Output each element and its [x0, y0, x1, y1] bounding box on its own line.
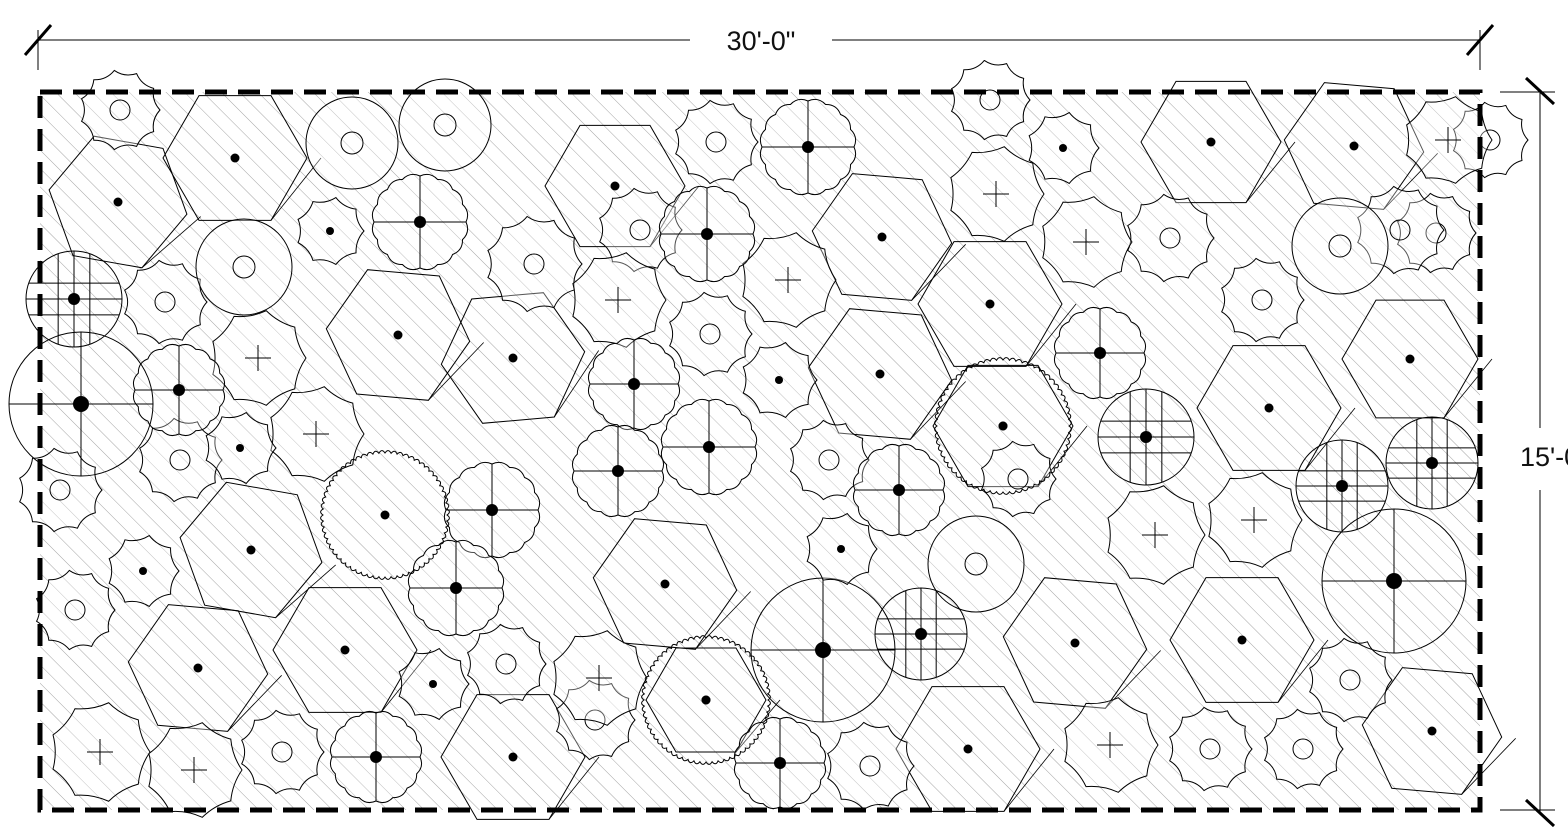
fringed-plant-symbol	[320, 450, 450, 580]
small-dot-plant-symbol	[108, 534, 180, 608]
circle-ring-plant-symbol	[927, 515, 1025, 613]
cross-plant-symbol	[1042, 196, 1133, 288]
scalloped-plant-symbol	[124, 259, 208, 345]
quartered-plant-symbol	[371, 173, 469, 271]
plant-symbols	[8, 60, 1529, 820]
scalloped-plant-symbol	[1127, 193, 1215, 283]
hexagon-plant-symbol	[895, 686, 1055, 812]
hexagon-plant-symbol	[811, 173, 966, 301]
cross-plant-symbol	[1064, 697, 1159, 793]
hexagon-plant-symbol	[179, 481, 336, 619]
hexagon-plant-symbol	[1169, 577, 1329, 703]
grid-plant-symbol	[1097, 388, 1195, 486]
circle-ring-plant-symbol	[398, 78, 492, 172]
scalloped-plant-symbol	[1396, 192, 1477, 274]
scalloped-plant-symbol	[139, 417, 223, 503]
hexagon-plant-symbol	[440, 292, 600, 424]
hexagon-plant-symbol	[325, 269, 484, 401]
grid-plant-symbol	[874, 587, 968, 681]
quartered-plant-symbol	[8, 331, 154, 477]
scalloped-plant-symbol	[466, 623, 547, 705]
small-dot-plant-symbol	[1028, 111, 1100, 185]
hexagon-plant-symbol	[1140, 80, 1296, 204]
cross-plant-symbol	[1208, 472, 1303, 568]
scalloped-plant-symbol	[827, 721, 915, 811]
scalloped-plant-symbol	[1169, 706, 1253, 792]
quartered-plant-symbol	[587, 337, 681, 431]
fringed-plant-symbol	[641, 635, 771, 765]
quartered-plant-symbol	[1321, 508, 1467, 654]
cross-plant-symbol	[950, 146, 1045, 242]
scalloped-plant-symbol	[555, 679, 636, 761]
quartered-plant-symbol	[443, 461, 541, 559]
scalloped-plant-symbol	[599, 187, 683, 273]
width-dimension-label: 30'-0"	[727, 26, 796, 56]
hexagon-plant-symbol	[272, 587, 432, 713]
small-dot-plant-symbol	[742, 341, 818, 419]
quartered-plant-symbol	[759, 98, 857, 196]
bed-boundary	[37, 89, 1483, 813]
hexagon-plant-symbol	[807, 308, 966, 440]
hexagon-plant-symbol	[1341, 299, 1493, 419]
quartered-plant-symbol	[132, 343, 226, 437]
scalloped-plant-symbol	[1221, 257, 1305, 343]
cross-plant-symbol	[742, 232, 837, 328]
hexagon-plant-symbol	[592, 518, 751, 650]
cross-plant-symbol	[1107, 485, 1206, 585]
scalloped-plant-symbol	[669, 291, 753, 377]
width-dimension: 30'-0"	[23, 24, 1495, 70]
quartered-plant-symbol	[329, 710, 423, 804]
height-dimension-label: 15'-0	[1520, 442, 1568, 472]
scalloped-plant-symbol	[980, 440, 1057, 518]
small-dot-plant-symbol	[806, 512, 878, 586]
small-dot-plant-symbol	[205, 411, 277, 485]
hexagon-plant-symbol	[1361, 667, 1516, 795]
scalloped-plant-symbol	[1263, 708, 1344, 790]
small-dot-plant-symbol	[398, 647, 470, 721]
quartered-plant-symbol	[733, 716, 827, 810]
hexagon-plant-symbol	[127, 604, 282, 732]
quartered-plant-symbol	[658, 185, 756, 283]
cross-plant-symbol	[553, 630, 648, 726]
quartered-plant-symbol	[750, 577, 896, 723]
circle-ring-plant-symbol	[195, 218, 293, 316]
cross-plant-symbol	[1406, 96, 1493, 184]
scalloped-plant-symbol	[241, 709, 325, 795]
scalloped-plant-symbol	[675, 99, 759, 185]
circle-ring-plant-symbol	[305, 96, 399, 190]
height-dimension: 15'-0	[1500, 76, 1568, 828]
hexagon-plant-symbol	[917, 241, 1077, 367]
scalloped-plant-symbol	[487, 215, 583, 313]
quartered-plant-symbol	[660, 398, 758, 496]
scalloped-plant-symbol	[1357, 185, 1445, 275]
cross-plant-symbol	[572, 252, 667, 348]
small-dot-plant-symbol	[297, 196, 365, 266]
quartered-plant-symbol	[407, 539, 505, 637]
scalloped-plant-symbol	[789, 419, 870, 501]
hexagon-plant-symbol	[544, 124, 700, 248]
quartered-plant-symbol	[852, 443, 946, 537]
cross-plant-symbol	[212, 310, 307, 406]
fringed-plant-symbol	[934, 357, 1072, 495]
grid-plant-symbol	[1385, 416, 1479, 510]
grid-plant-symbol	[1295, 439, 1389, 533]
hexagon-plant-symbol	[48, 135, 201, 269]
quartered-plant-symbol	[1053, 306, 1147, 400]
scalloped-plant-symbol	[950, 60, 1031, 141]
hexagon-plant-symbol	[1283, 82, 1438, 210]
hexagon-plant-symbol	[1002, 577, 1161, 709]
scalloped-plant-symbol	[1309, 637, 1393, 723]
circle-ring-plant-symbol	[1291, 197, 1389, 295]
hexagon-plant-symbol	[162, 95, 322, 221]
cross-plant-symbol	[148, 722, 243, 818]
cross-plant-symbol	[52, 702, 151, 802]
quartered-plant-symbol	[571, 424, 665, 518]
